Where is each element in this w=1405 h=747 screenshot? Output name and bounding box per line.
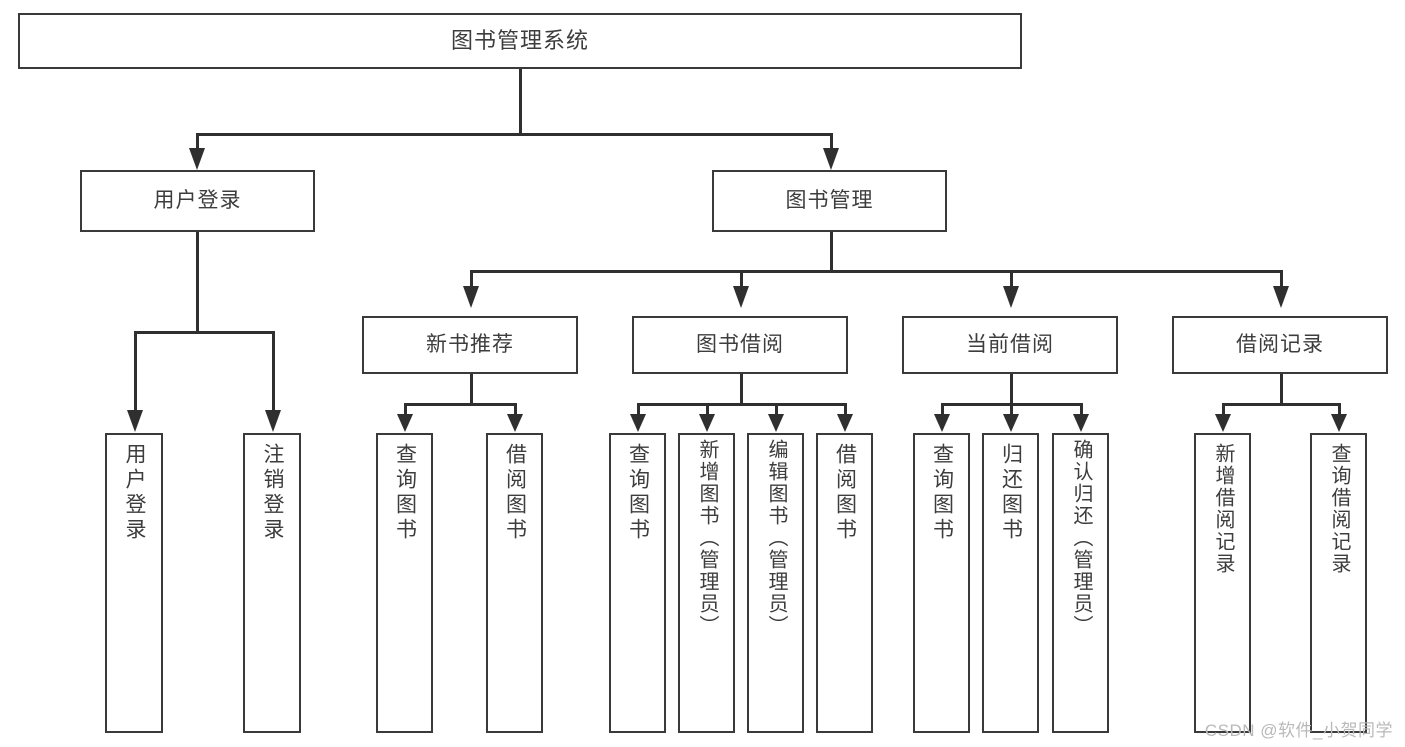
connector-to-borrow	[740, 270, 743, 288]
connector-to-new-book	[470, 270, 473, 288]
node-label: 用户登录	[153, 188, 242, 212]
connector-user-login-stem	[196, 232, 199, 333]
connector-to-user-login	[196, 133, 199, 151]
connector-level2-bus	[196, 133, 833, 136]
connector-record-child-2	[1338, 403, 1341, 417]
arrowhead-leaf-4	[507, 414, 523, 432]
node-current-borrow[interactable]: 当前借阅	[902, 316, 1118, 374]
connector-current-child-2	[1010, 403, 1013, 417]
connector-level3-bus	[470, 270, 1282, 273]
node-label: 图书借阅	[696, 332, 784, 356]
leaf-node-borrow-book[interactable]: 借阅图书	[816, 433, 873, 733]
connector-to-record	[1280, 270, 1283, 288]
leaf-label: 新增图书（管理员）	[696, 439, 718, 637]
node-user-login[interactable]: 用户登录	[80, 170, 315, 232]
leaf-label: 查询图书	[393, 443, 417, 543]
node-label: 新书推荐	[426, 332, 514, 356]
connector-current-child-1	[941, 403, 944, 417]
connector-to-book-manage	[830, 133, 833, 151]
node-book-manage[interactable]: 图书管理	[712, 170, 947, 232]
connector-record-child-1	[1222, 403, 1225, 417]
node-label: 图书管理系统	[450, 28, 589, 54]
leaf-node-query-book-new[interactable]: 查询图书	[376, 433, 433, 733]
leaf-node-user-login[interactable]: 用户登录	[105, 433, 163, 733]
connector-current-child-3	[1080, 403, 1083, 417]
leaf-label: 注销登录	[261, 443, 285, 543]
arrowhead-leaf-8	[837, 414, 853, 432]
leaf-node-query-borrow-record[interactable]: 查询借阅记录	[1310, 433, 1367, 733]
leaf-node-add-book-admin[interactable]: 新增图书（管理员）	[678, 433, 735, 733]
connector-new-book-bus	[404, 403, 517, 406]
connector-record-bus	[1222, 403, 1341, 406]
arrowhead-current	[1003, 286, 1019, 308]
leaf-label: 查询图书	[626, 443, 650, 543]
connector-user-login-bus	[134, 331, 275, 334]
leaf-node-edit-book-admin[interactable]: 编辑图书（管理员）	[747, 433, 804, 733]
leaf-label: 借阅图书	[833, 443, 857, 543]
arrowhead-leaf-7	[768, 414, 784, 432]
leaf-label: 新增借阅记录	[1212, 443, 1234, 575]
connector-user-login-child-2	[272, 331, 275, 413]
arrowhead-leaf-9	[934, 414, 950, 432]
node-borrow-record[interactable]: 借阅记录	[1172, 316, 1388, 374]
connector-record-stem	[1280, 374, 1283, 405]
arrowhead-leaf-13	[1331, 414, 1347, 432]
arrowhead-book-manage	[823, 148, 839, 170]
arrowhead-leaf-3	[397, 414, 413, 432]
connector-new-book-child-2	[514, 403, 517, 417]
connector-borrow-stem	[740, 374, 743, 405]
csdn-watermark: CSDN @软件_小贺同学	[1204, 721, 1393, 740]
arrowhead-user-login	[189, 148, 205, 170]
leaf-label: 查询图书	[930, 443, 954, 543]
arrowhead-borrow	[733, 286, 749, 308]
leaf-node-confirm-return-admin[interactable]: 确认归还（管理员）	[1052, 433, 1109, 733]
leaf-label: 用户登录	[123, 443, 147, 543]
leaf-node-add-borrow-record[interactable]: 新增借阅记录	[1194, 433, 1251, 733]
leaf-label: 归还图书	[999, 443, 1023, 543]
connector-user-login-child-1	[134, 331, 137, 413]
arrowhead-leaf-2	[265, 410, 281, 432]
connector-borrow-bus	[637, 403, 846, 406]
leaf-label: 编辑图书（管理员）	[765, 439, 787, 637]
arrowhead-record	[1273, 286, 1289, 308]
connector-borrow-child-2	[706, 403, 709, 417]
connector-borrow-child-3	[775, 403, 778, 417]
node-label: 借阅记录	[1236, 332, 1324, 356]
leaf-node-query-book-borrow[interactable]: 查询图书	[609, 433, 666, 733]
connector-current-stem	[1010, 374, 1013, 405]
node-label: 图书管理	[785, 188, 874, 212]
connector-book-manage-stem	[830, 232, 833, 272]
leaf-label: 查询借阅记录	[1328, 443, 1350, 575]
node-book-borrow[interactable]: 图书借阅	[632, 316, 848, 374]
arrowhead-leaf-11	[1073, 414, 1089, 432]
connector-to-current	[1010, 270, 1013, 288]
connector-new-book-stem	[470, 374, 473, 405]
connector-new-book-child-1	[404, 403, 407, 417]
arrowhead-leaf-6	[699, 414, 715, 432]
connector-root-stem	[519, 69, 522, 135]
leaf-node-query-book-current[interactable]: 查询图书	[913, 433, 970, 733]
connector-borrow-child-4	[844, 403, 847, 417]
leaf-node-logout[interactable]: 注销登录	[243, 433, 301, 733]
arrowhead-leaf-1	[127, 410, 143, 432]
leaf-label: 借阅图书	[503, 443, 527, 543]
connector-borrow-child-1	[637, 403, 640, 417]
arrowhead-leaf-12	[1215, 414, 1231, 432]
arrowhead-leaf-5	[630, 414, 646, 432]
arrowhead-leaf-10	[1003, 414, 1019, 432]
node-root-system[interactable]: 图书管理系统	[18, 13, 1022, 69]
leaf-node-borrow-book-new[interactable]: 借阅图书	[486, 433, 543, 733]
node-new-book-recommend[interactable]: 新书推荐	[362, 316, 578, 374]
leaf-label: 确认归还（管理员）	[1070, 439, 1092, 637]
node-label: 当前借阅	[966, 332, 1054, 356]
arrowhead-new-book	[463, 286, 479, 308]
leaf-node-return-book[interactable]: 归还图书	[982, 433, 1039, 733]
